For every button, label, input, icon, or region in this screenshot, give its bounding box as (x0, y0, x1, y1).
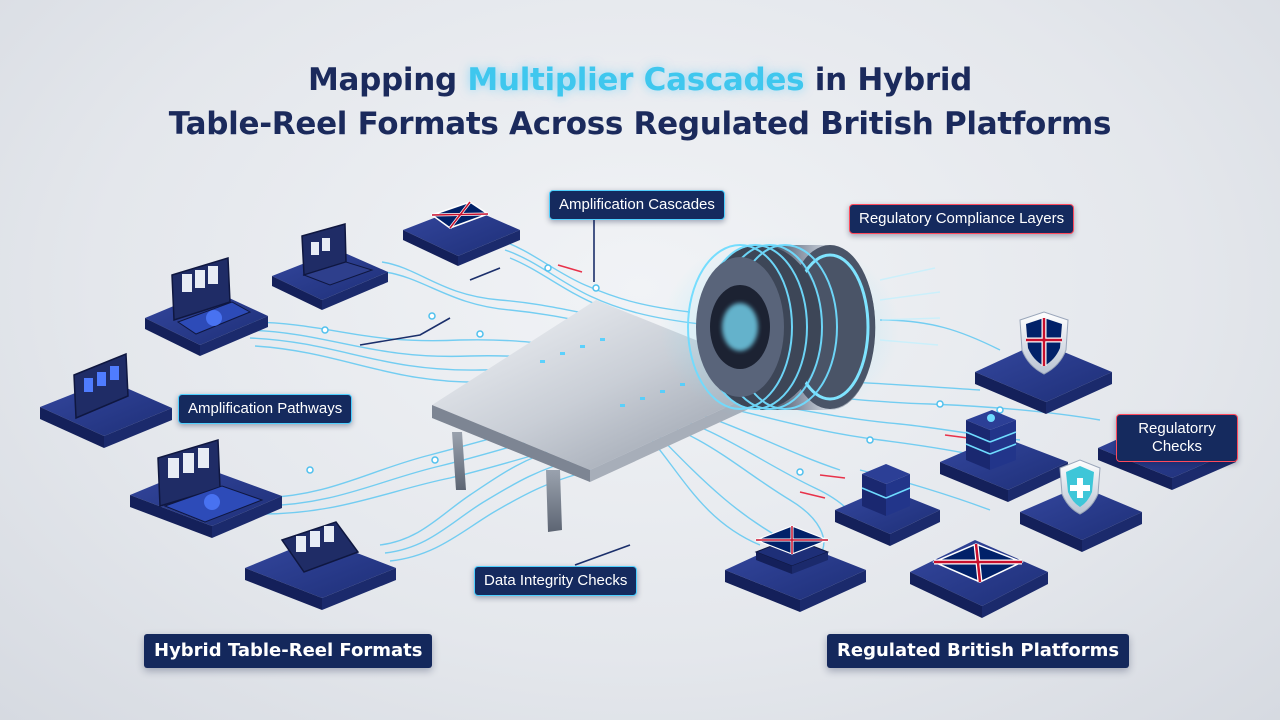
label-hybrid-table-reel-formats: Hybrid Table-Reel Formats (144, 634, 433, 668)
platform-slot-tablet-1 (145, 257, 268, 356)
title-highlight: Multiplier Cascades (467, 62, 805, 98)
platform-slot-tablet-4 (40, 352, 172, 448)
platform-slot-slot-machine-5 (130, 439, 282, 538)
callout-regulatory-compliance-layers: Regulatory Compliance Layers (849, 204, 1075, 234)
red-accent-lines (557, 264, 969, 499)
callout-regulatory-checks: Regulatorry Checks (1116, 414, 1238, 462)
callout-data-integrity-checks: Data Integrity Checks (474, 566, 638, 596)
callout-leaders (359, 220, 631, 566)
page-title: Mapping Multiplier Cascades in Hybrid Ta… (0, 58, 1280, 146)
title-text-after: in Hybrid (804, 62, 973, 98)
platform-server-rack (940, 410, 1068, 502)
callout-amplification-pathways: Amplification Pathways (178, 394, 353, 424)
platform-slot-flag-3 (403, 201, 520, 266)
platform-slot-laptop-2 (272, 223, 388, 310)
platform-flag-stack (725, 525, 866, 612)
amplification-pathway-lines (244, 239, 701, 562)
platform-shield-flag-top (975, 311, 1112, 414)
callout-regulatory-checks-line-1: Regulatorry (1138, 420, 1216, 437)
title-line-2: Table-Reel Formats Across Regulated Brit… (168, 106, 1112, 142)
label-regulated-british-platforms: Regulated British Platforms (827, 634, 1130, 668)
platform-shield-plus (1020, 459, 1142, 552)
callout-amplification-cascades: Amplification Cascades (549, 190, 725, 220)
title-line-1: Mapping Multiplier Cascades in Hybrid (0, 58, 1280, 102)
callout-regulatory-checks-line-2: Checks (1151, 438, 1203, 455)
platform-flag-large (910, 540, 1048, 618)
platform-slot-reel-6 (245, 521, 396, 610)
compliance-cylinder (660, 235, 941, 425)
title-text-before: Mapping (307, 62, 468, 98)
platform-server-small (835, 464, 940, 546)
